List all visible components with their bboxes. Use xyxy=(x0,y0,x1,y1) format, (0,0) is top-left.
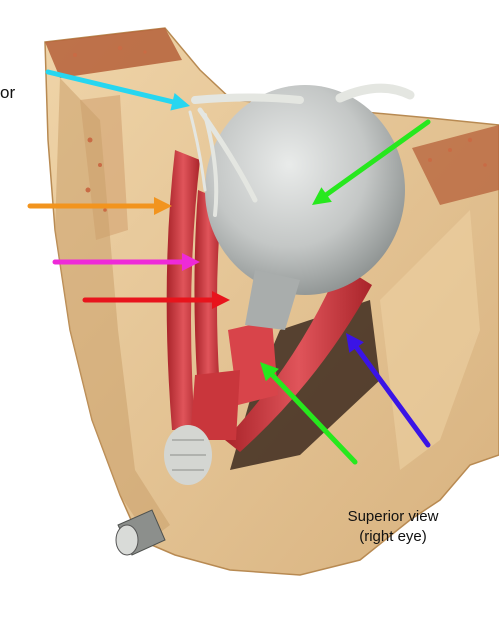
pointer-arrow xyxy=(312,119,431,205)
arrow-head xyxy=(170,93,190,111)
bone-speckles xyxy=(73,45,487,212)
pointer-arrows xyxy=(27,69,431,465)
pointer-arrow xyxy=(82,291,230,309)
arrow-head xyxy=(212,291,230,309)
caption-line-1: Superior view xyxy=(347,508,439,525)
arrow-shaft xyxy=(269,372,358,465)
arrow-head xyxy=(154,197,172,215)
pointer-arrow xyxy=(346,333,431,448)
tendons xyxy=(188,83,415,217)
caption-line-2: (right eye) xyxy=(359,528,427,545)
pointer-arrow xyxy=(52,253,200,271)
arrow-head xyxy=(260,362,279,382)
truncated-label: or xyxy=(0,83,16,102)
pointer-arrow xyxy=(260,362,358,465)
arrow-head xyxy=(312,187,332,205)
pointer-arrow xyxy=(27,197,172,215)
arrow-shaft xyxy=(45,69,175,105)
view-caption: Superior view (right eye) xyxy=(318,507,468,547)
arrow-shaft xyxy=(324,119,431,198)
optic-canal-stump xyxy=(115,509,166,556)
pointer-arrow xyxy=(45,69,190,111)
arrow-head xyxy=(182,253,200,271)
eyeball xyxy=(205,85,405,330)
arrow-head xyxy=(346,333,364,353)
arrow-shaft xyxy=(354,345,431,448)
annulus-of-zinn xyxy=(164,425,212,485)
orbit-fat-shadow xyxy=(230,300,380,470)
